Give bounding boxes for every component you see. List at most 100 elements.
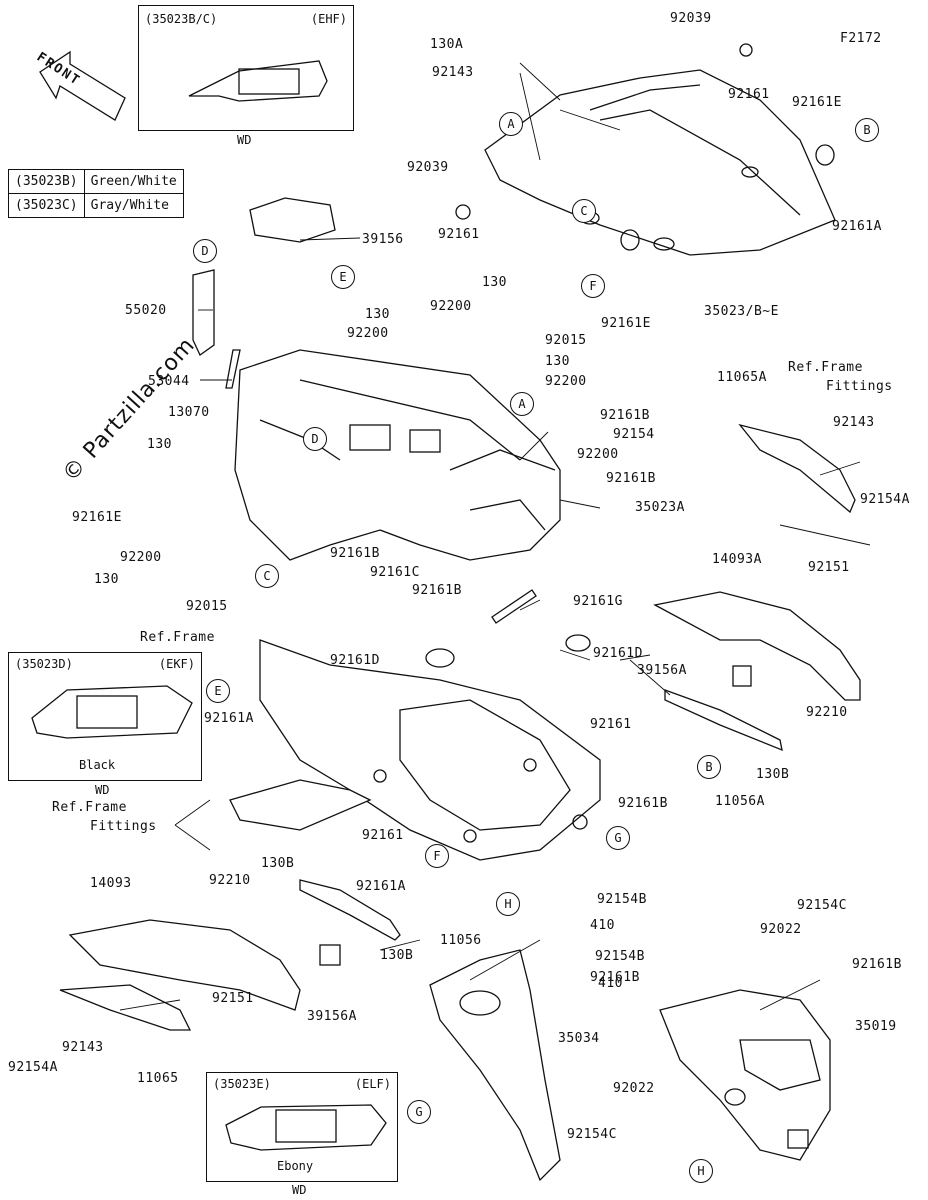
part-label: Fittings: [826, 379, 893, 394]
inset-color: Ebony: [277, 1159, 314, 1173]
part-label: 14093: [90, 876, 132, 891]
inset-variant: (EHF): [310, 12, 347, 26]
part-label: 92015: [186, 599, 228, 614]
inset-variant: (ELF): [354, 1077, 391, 1091]
subframe-outline: [259, 639, 601, 861]
part-label: 92039: [407, 160, 449, 175]
part-label: 92161G: [573, 594, 623, 609]
part-label: Ref.Frame: [52, 800, 127, 815]
part-label: 92210: [209, 873, 251, 888]
inset-note: WD: [292, 1183, 307, 1197]
part-label: 35034: [558, 1031, 600, 1046]
callout-f: F: [425, 844, 449, 868]
part-label: 11065A: [717, 370, 767, 385]
inset-variant: (EKF): [158, 657, 195, 671]
part-label: 92154A: [860, 492, 910, 507]
callout-d: D: [193, 239, 217, 263]
part-label: 92161B: [590, 970, 640, 985]
side-cover-14093: [68, 919, 301, 1011]
part-label: 92143: [432, 65, 474, 80]
part-label: 130: [365, 307, 390, 322]
part-label: 92161B: [330, 546, 380, 561]
callout-d: D: [303, 427, 327, 451]
part-label: 35019: [855, 1019, 897, 1034]
callout-b: B: [697, 755, 721, 779]
tail-35019: [659, 989, 831, 1161]
trim-11065a: [738, 423, 856, 514]
part-label: 92151: [212, 991, 254, 1006]
callout-b: B: [855, 118, 879, 142]
part-label: 11065: [137, 1071, 179, 1086]
part-label: 92151: [808, 560, 850, 575]
inset-note: WD: [237, 133, 252, 147]
inset-code: (35023E): [213, 1077, 271, 1091]
callout-e: E: [331, 265, 355, 289]
part-label: 92161A: [204, 711, 254, 726]
front-arrow-icon: [39, 50, 126, 121]
part-label: 92161B: [618, 796, 668, 811]
part-label: Ref.Frame: [140, 630, 215, 645]
table-row: (35023C) Gray/White: [8, 193, 184, 218]
lower-fender-35034: [429, 949, 561, 1182]
part-label: 92154: [613, 427, 655, 442]
part-label: Fittings: [90, 819, 157, 834]
part-label: 92200: [347, 326, 389, 341]
inset-code: (35023B/C): [145, 12, 218, 26]
rear-fender-outline: [484, 69, 836, 256]
part-label: 130B: [261, 856, 295, 871]
color-code: (35023C): [8, 193, 85, 218]
part-label: 92154B: [597, 892, 647, 907]
part-label: 92161B: [600, 408, 650, 423]
callout-a: A: [510, 392, 534, 416]
part-label: 92161E: [601, 316, 651, 331]
part-label: 92039: [670, 11, 712, 26]
part-label: 92154C: [567, 1127, 617, 1142]
part-label: 92200: [430, 299, 472, 314]
part-label: 92161B: [606, 471, 656, 486]
callout-c: C: [255, 564, 279, 588]
part-label: 92161E: [72, 510, 122, 525]
part-label: 92154A: [8, 1060, 58, 1075]
part-label: 130: [94, 572, 119, 587]
inset-color: Black: [79, 758, 116, 772]
pad-39156: [249, 197, 336, 243]
color-code: (35023B): [8, 169, 85, 194]
callout-c: C: [572, 199, 596, 223]
part-label: 92161D: [593, 646, 643, 661]
part-label: 92161C: [370, 565, 420, 580]
inset-note: WD: [95, 783, 110, 797]
part-label: 39156A: [307, 1009, 357, 1024]
color-table: (35023B) Green/White (35023C) Gray/White: [8, 169, 184, 218]
part-label: 130B: [756, 767, 790, 782]
callout-h: H: [689, 1159, 713, 1183]
part-label: 92200: [577, 447, 619, 462]
part-label: 92161: [438, 227, 480, 242]
part-label: 92200: [120, 550, 162, 565]
inset-code: (35023D): [15, 657, 73, 671]
upper-frame-outline: [234, 349, 561, 561]
part-label: 35023A: [635, 500, 685, 515]
part-label: 130B: [380, 948, 414, 963]
callout-a: A: [499, 112, 523, 136]
part-label: 92022: [760, 922, 802, 937]
part-label: Ref.Frame: [788, 360, 863, 375]
part-label: 13070: [168, 405, 210, 420]
part-label: 92015: [545, 333, 587, 348]
table-row: (35023B) Green/White: [8, 169, 184, 194]
part-label: 14093A: [712, 552, 762, 567]
part-label: 92161: [362, 828, 404, 843]
part-label: 92161A: [356, 879, 406, 894]
part-label: 92161: [590, 717, 632, 732]
part-label: 92161B: [412, 583, 462, 598]
callout-g: G: [407, 1100, 431, 1124]
callout-h: H: [496, 892, 520, 916]
part-label: 130: [147, 437, 172, 452]
inset-35023bc: (35023B/C) (EHF): [138, 5, 354, 131]
color-name: Green/White: [83, 169, 184, 194]
inset-35023d: (35023D) (EKF) Black: [8, 652, 202, 781]
part-label: 92161: [728, 87, 770, 102]
part-label: 92161E: [792, 95, 842, 110]
part-label: 92143: [833, 415, 875, 430]
part-label: 92022: [613, 1081, 655, 1096]
part-label: 11056: [440, 933, 482, 948]
